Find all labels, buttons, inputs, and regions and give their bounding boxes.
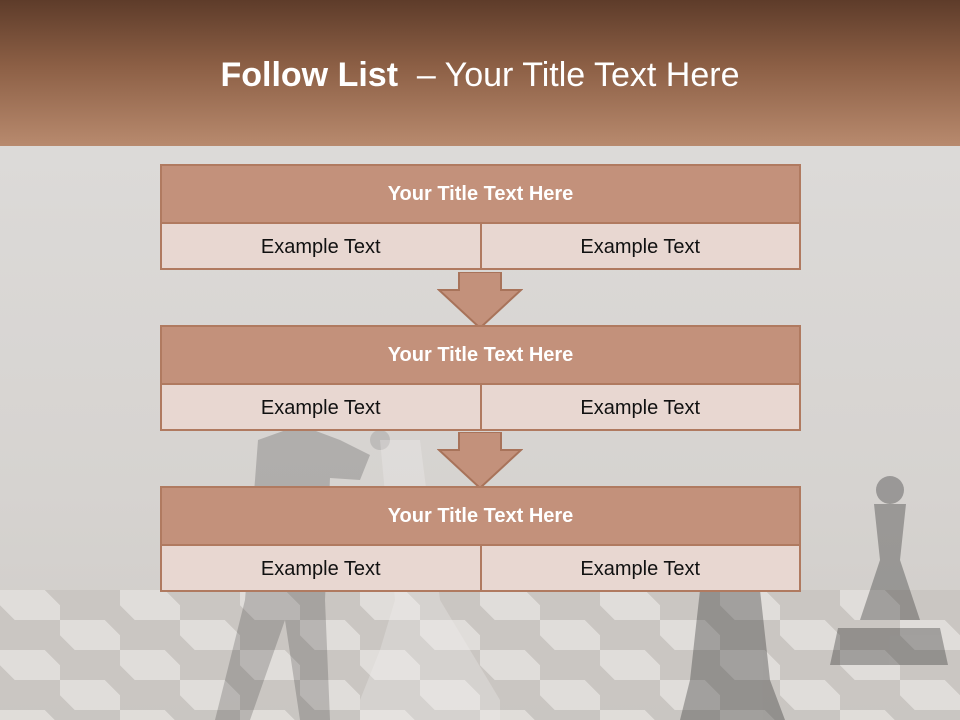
slide-title-rest: – Your Title Text Here bbox=[398, 56, 740, 94]
arrow-down-icon bbox=[437, 432, 523, 490]
step-title: Your Title Text Here bbox=[162, 488, 799, 546]
step-cell-left: Example Text bbox=[260, 557, 381, 580]
title-bar bbox=[0, 0, 960, 146]
step-cell-left: Example Text bbox=[260, 396, 381, 419]
slide-title-bold: Follow List bbox=[220, 56, 399, 94]
step-title: Your Title Text Here bbox=[162, 327, 799, 385]
step-title: Your Title Text Here bbox=[162, 166, 799, 224]
step-box-1: Your Title Text Here Example Text Exampl… bbox=[160, 164, 801, 270]
arrow-down-icon bbox=[437, 272, 523, 330]
step-cell-right: Example Text bbox=[479, 546, 800, 592]
chessboard-image bbox=[0, 590, 960, 720]
step-box-3: Your Title Text Here Example Text Exampl… bbox=[160, 486, 801, 592]
step-box-2: Your Title Text Here Example Text Exampl… bbox=[160, 325, 801, 431]
step-cell-right: Example Text bbox=[479, 385, 800, 431]
step-cell-left: Example Text bbox=[260, 235, 381, 258]
step-cell-right: Example Text bbox=[479, 224, 800, 270]
slide-title: Follow List – Your Title Text Here bbox=[0, 56, 960, 95]
